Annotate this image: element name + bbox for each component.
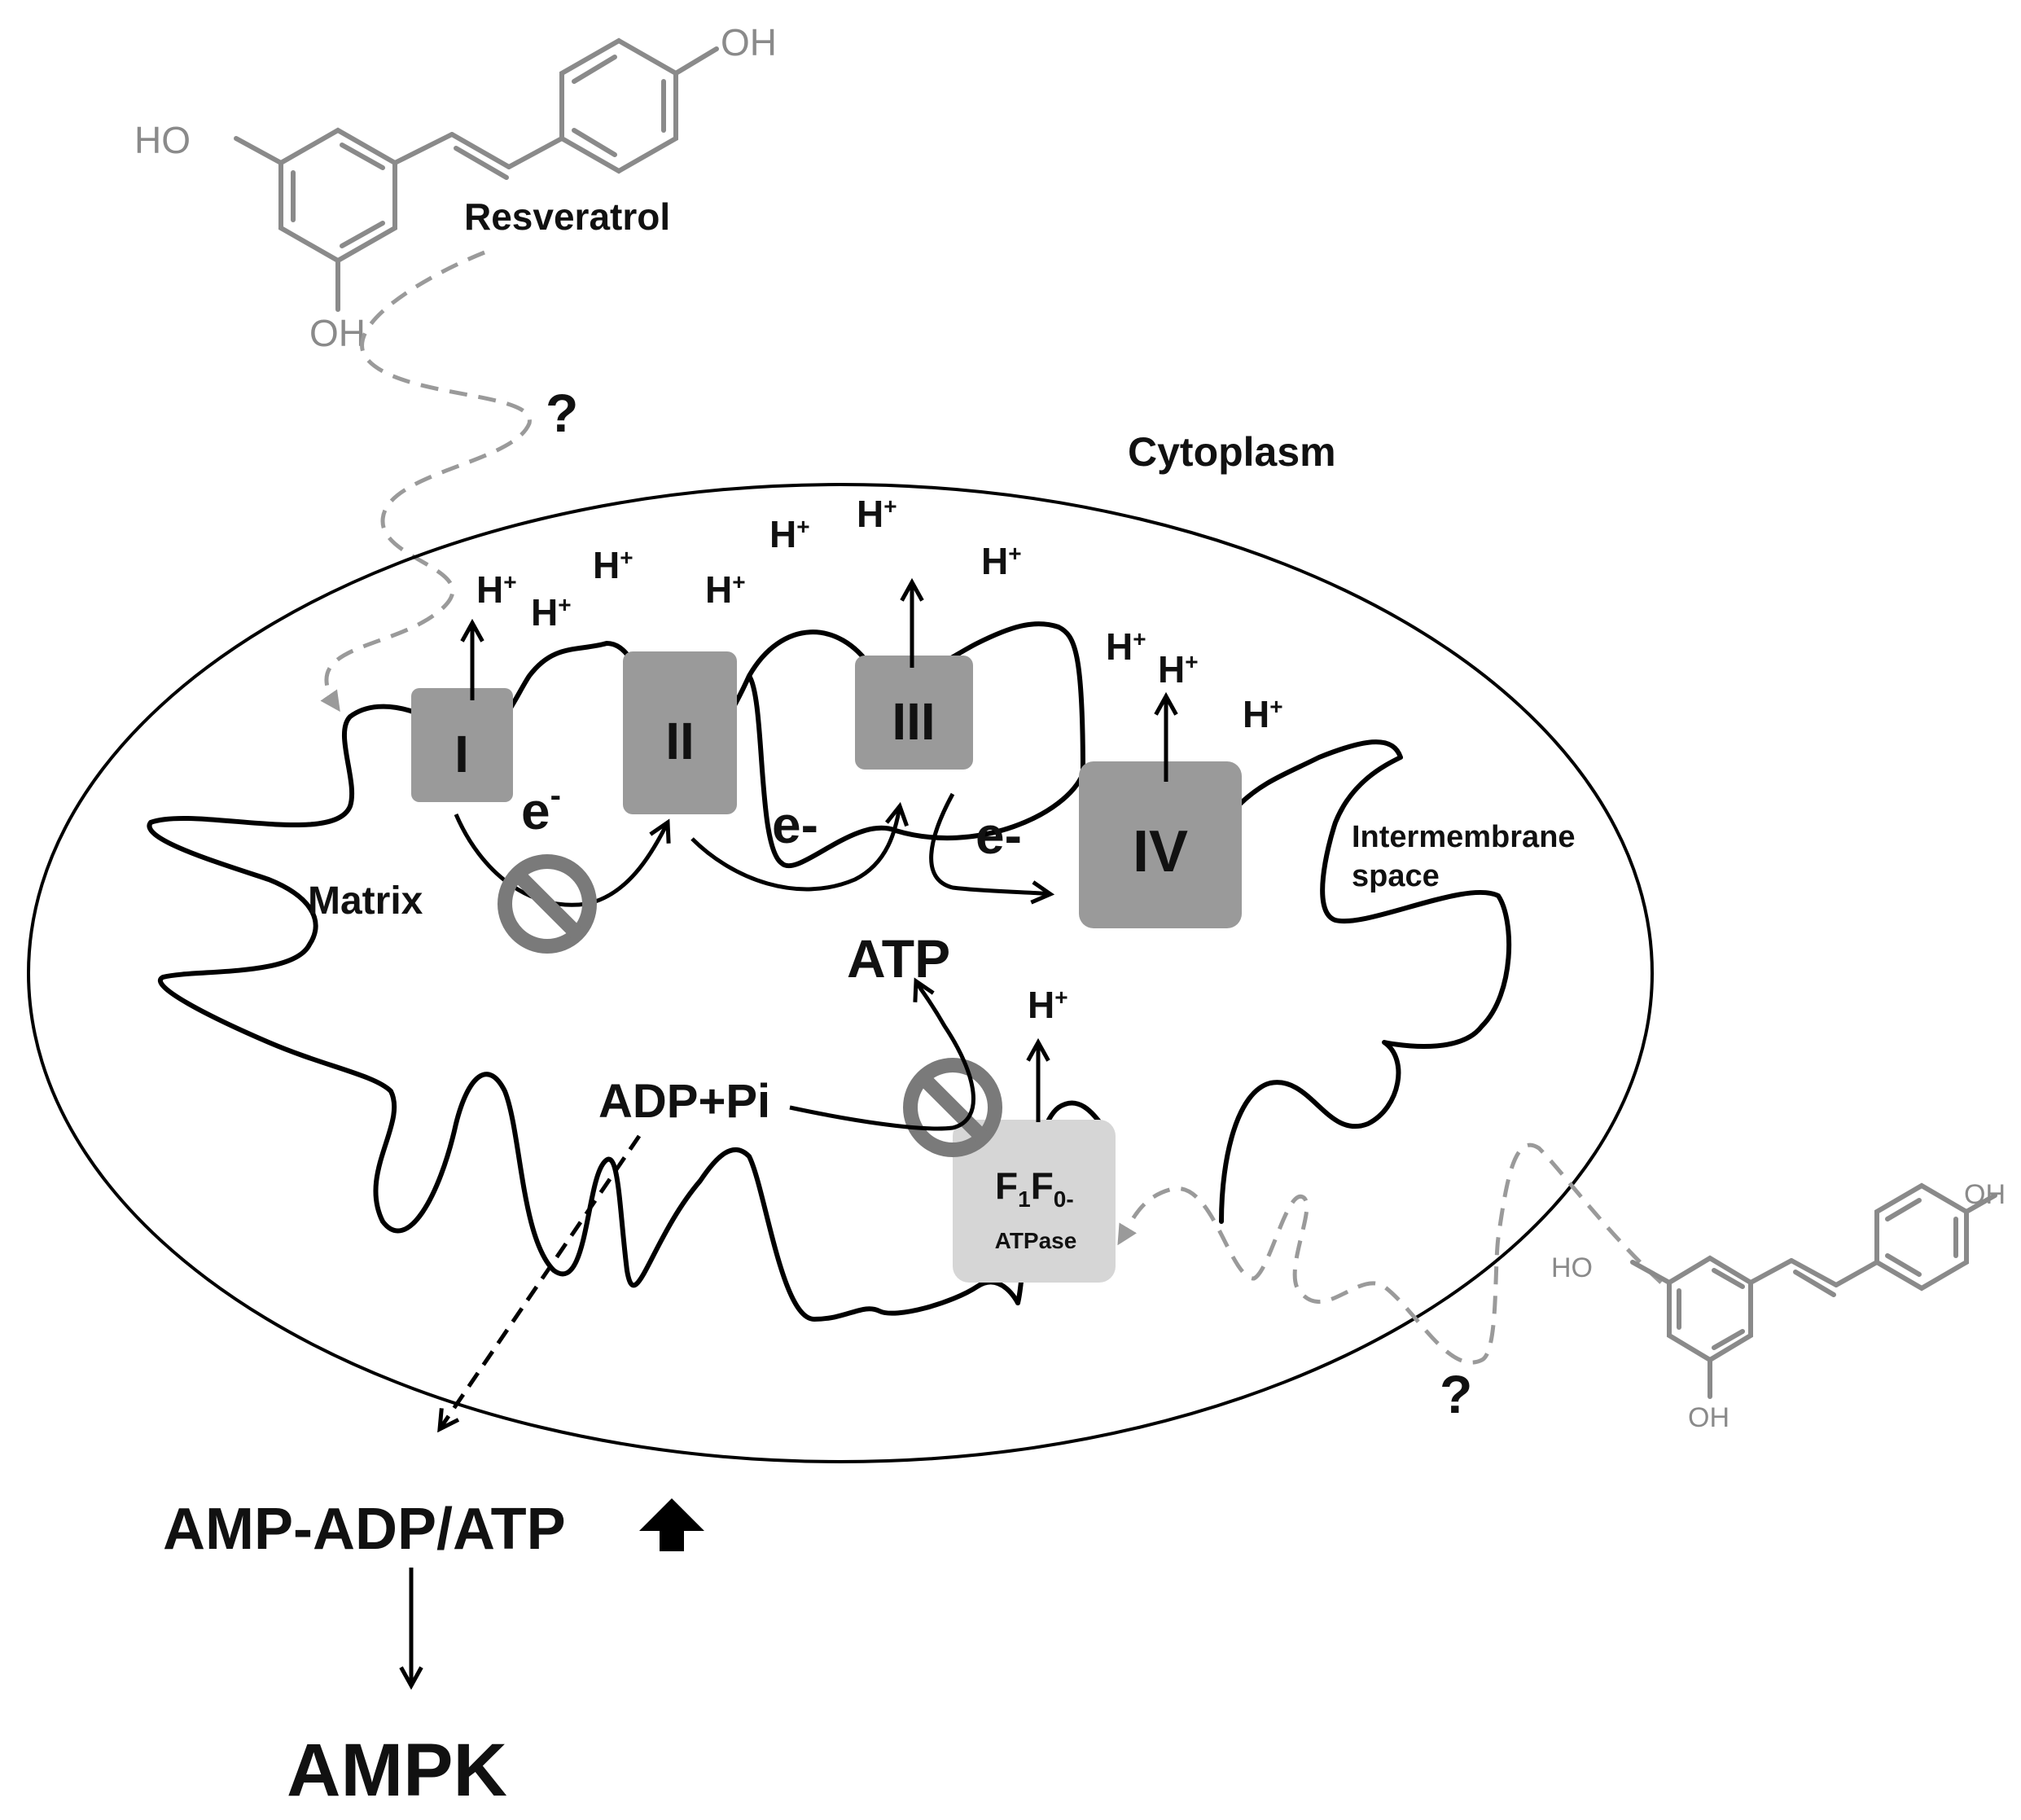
inhibit-icon bbox=[498, 854, 597, 954]
svg-text:H+: H+ bbox=[531, 591, 572, 634]
increase-arrow-icon bbox=[639, 1498, 704, 1551]
proton-label: H+ bbox=[981, 540, 1022, 582]
complex-i-box bbox=[411, 688, 513, 802]
svg-text:H+: H+ bbox=[769, 513, 810, 555]
proton-label: H+ bbox=[857, 493, 897, 535]
phenol-ring bbox=[559, 37, 678, 174]
resorcinol-ring bbox=[278, 127, 397, 264]
complex-iii-label: III bbox=[892, 692, 935, 751]
electron-label: e- bbox=[975, 806, 1022, 865]
adp-to-ratio-arrow bbox=[440, 1134, 642, 1429]
inner-membrane-right bbox=[1219, 739, 1512, 1224]
complex-ii-label: II bbox=[665, 712, 695, 770]
svg-text:H+: H+ bbox=[1158, 648, 1199, 691]
oh-label: OH bbox=[1688, 1402, 1729, 1433]
proton-label: H+ bbox=[531, 591, 572, 634]
resveratrol-molecule-top: OH HO OH bbox=[134, 21, 777, 354]
resorcinol-ring bbox=[1667, 1255, 1753, 1363]
atp-label: ATP bbox=[847, 928, 950, 989]
complex-iv-box bbox=[1079, 761, 1242, 928]
resveratrol-molecule-bottom: OH HO OH bbox=[1551, 1179, 2006, 1433]
proton-label: H+ bbox=[1106, 625, 1146, 668]
phenol-ring bbox=[1874, 1182, 1969, 1292]
svg-text:H+: H+ bbox=[476, 568, 517, 611]
svg-text:H+: H+ bbox=[1028, 984, 1068, 1026]
proton-label: H+ bbox=[593, 544, 633, 586]
outer-membrane bbox=[27, 483, 1654, 1463]
adp-pi-label: ADP+Pi bbox=[598, 1075, 770, 1128]
svg-text:H+: H+ bbox=[705, 568, 746, 611]
proton-label: H+ bbox=[705, 568, 746, 611]
inner-membrane-left bbox=[147, 704, 1020, 1322]
complex-ii-box bbox=[623, 651, 737, 814]
complex-iv-label: IV bbox=[1133, 819, 1188, 884]
intermembrane-label-line2: space bbox=[1352, 859, 1440, 893]
matrix-label: Matrix bbox=[308, 879, 423, 923]
electron-flow-arrow-3 bbox=[929, 792, 1050, 894]
proton-label: H+ bbox=[1158, 648, 1199, 691]
svg-text:H+: H+ bbox=[981, 540, 1022, 582]
svg-text:H+: H+ bbox=[593, 544, 633, 586]
ho-label: HO bbox=[1551, 1252, 1593, 1283]
ratio-label: AMP-ADP/ATP bbox=[163, 1497, 566, 1562]
question-mark-top: ? bbox=[546, 383, 578, 443]
inhibit-icon bbox=[903, 1058, 1002, 1157]
proton-label: H+ bbox=[1028, 984, 1068, 1026]
question-mark-bottom: ? bbox=[1440, 1364, 1472, 1424]
resveratrol-label: Resveratrol bbox=[464, 195, 670, 238]
ampk-label: AMPK bbox=[287, 1729, 507, 1812]
complex-i-label: I bbox=[454, 725, 469, 783]
oh-label: OH bbox=[721, 21, 777, 64]
electron-flow-arrow-2 bbox=[690, 806, 900, 892]
proton-label: H+ bbox=[769, 513, 810, 555]
proton-label: H+ bbox=[1243, 693, 1283, 735]
complex-iii-box bbox=[855, 656, 973, 770]
atpase-label: F1F0- bbox=[995, 1164, 1074, 1212]
ho-label: HO bbox=[134, 119, 191, 161]
atp-synthesis-arrow bbox=[789, 981, 975, 1131]
resveratrol-entry-path-bottom bbox=[1117, 1142, 1663, 1365]
svg-text:H+: H+ bbox=[1243, 693, 1283, 735]
atpase-box bbox=[953, 1120, 1116, 1283]
cytoplasm-label: Cytoplasm bbox=[1128, 429, 1336, 475]
atpase-name: ATPase bbox=[995, 1228, 1077, 1253]
oh-label: OH bbox=[309, 312, 366, 354]
electron-label: e- bbox=[521, 778, 561, 840]
svg-text:H+: H+ bbox=[1106, 625, 1146, 668]
electron-label: e- bbox=[772, 796, 818, 854]
oh-label: OH bbox=[1964, 1179, 2006, 1210]
svg-text:H+: H+ bbox=[857, 493, 897, 535]
intermembrane-label: Intermembrane bbox=[1352, 820, 1576, 854]
proton-label: H+ bbox=[476, 568, 517, 611]
